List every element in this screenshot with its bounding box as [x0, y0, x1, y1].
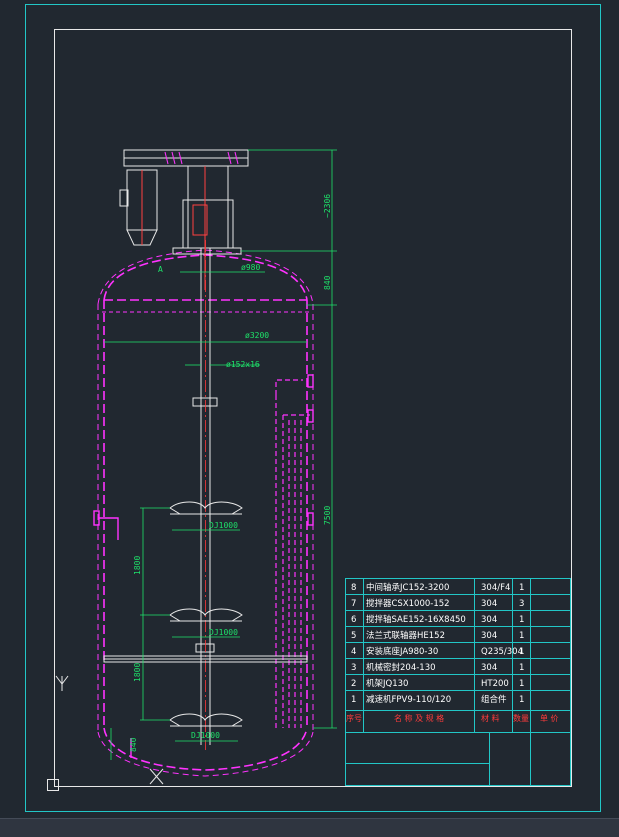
- drive-assembly: [119, 149, 249, 255]
- bom-cell-qty: 1: [519, 647, 524, 657]
- bom-cell-material: 304: [481, 663, 497, 673]
- bom-cell-qty: 1: [519, 615, 524, 625]
- drive-coupling-teeth: [164, 151, 239, 165]
- dimension-lines: [104, 149, 337, 760]
- outer-frame: [25, 4, 601, 812]
- dim-shaft-diameter: ø152x16: [226, 360, 260, 369]
- label-impeller-1: DJ1000: [209, 521, 238, 530]
- bom-header-material: 材 料: [481, 713, 500, 723]
- section-marker: A: [158, 265, 163, 274]
- bom-cell-material: 304: [481, 615, 497, 625]
- bom-cell-name: 机架JQ130: [366, 678, 408, 689]
- dim-top-height: ~2306: [323, 194, 332, 218]
- bom-cell-qty: 1: [519, 663, 524, 673]
- bom-table: [345, 578, 571, 786]
- bom-cell-no: 2: [351, 679, 356, 689]
- agitator-shaft: [192, 248, 218, 745]
- impeller-3: [169, 713, 243, 727]
- bom-cell-no: 6: [351, 615, 356, 625]
- bom-cell-name: 中间轴承JC152-3200: [366, 582, 449, 593]
- bom-cell-name: 搅拌轴SAE152-16X8450: [366, 614, 466, 625]
- bom-cell-qty: 1: [519, 583, 524, 593]
- bom-cell-material: 组合件: [481, 694, 507, 705]
- drive-motor-detail: [141, 166, 208, 290]
- bom-header-no: 序号: [346, 713, 362, 723]
- dim-vessel-diameter: ø3200: [245, 331, 269, 340]
- impeller-1: [169, 501, 243, 515]
- label-impeller-2: DJ1000: [209, 628, 238, 637]
- bom-cell-material: HT200: [481, 679, 509, 689]
- dim-bottom-clearance: 840: [129, 737, 138, 752]
- bom-cell-no: 5: [351, 631, 356, 641]
- bom-cell-no: 7: [351, 599, 356, 609]
- middle-support-beam: [103, 655, 308, 663]
- bom-cell-material: 304: [481, 631, 497, 641]
- bom-header-unit: 单 价: [540, 713, 559, 723]
- bom-cell-qty: 3: [519, 599, 524, 609]
- dim-impeller-spacing-1: 1800: [133, 556, 142, 575]
- bom-cell-name: 法兰式联轴器HE152: [366, 630, 445, 641]
- bom-cell-material: Q235/304: [481, 647, 523, 657]
- bom-cell-name: 减速机FPV9-110/120: [366, 694, 451, 705]
- dim-straight-height: 7500: [323, 506, 332, 525]
- bom-cell-name: 安装底座JA980-30: [366, 646, 438, 657]
- dim-inner-diameter: ø980: [241, 263, 260, 272]
- inner-frame: [54, 29, 572, 787]
- bom-header: 序号 名 称 及 规 格 材 料 数量 单 价: [346, 713, 559, 723]
- bom-cell-no: 4: [351, 647, 356, 657]
- label-impeller-3: DJ1000: [191, 731, 220, 740]
- jacket-coil: [275, 379, 310, 728]
- nozzles: [93, 374, 314, 758]
- dim-impeller-spacing-2: 1800: [133, 663, 142, 682]
- bom-cell-no: 8: [351, 583, 356, 593]
- bom-cell-qty: 1: [519, 679, 524, 689]
- bom-cell-qty: 1: [519, 631, 524, 641]
- bom-cell-name: 搅拌器CSX1000-152: [366, 598, 450, 609]
- dim-head-height: 840: [323, 275, 332, 290]
- bom-cell-qty: 1: [519, 695, 524, 705]
- ucs-icon: [47, 675, 164, 791]
- bom-cell-material: 304/F4: [481, 583, 510, 593]
- bom-rows: 8 中间轴承JC152-3200 304/F4 1 7 搅拌器CSX1000-152 304…: [351, 582, 524, 705]
- bom-cell-no: 3: [351, 663, 356, 673]
- bom-cell-no: 1: [351, 695, 356, 705]
- status-bar: [0, 818, 619, 837]
- bom-cell-material: 304: [481, 599, 497, 609]
- impeller-2: [169, 608, 243, 622]
- bom-header-qty: 数量: [513, 713, 529, 723]
- bom-header-name: 名 称 及 规 格: [394, 713, 444, 723]
- bom-cell-name: 机械密封204-130: [366, 662, 436, 673]
